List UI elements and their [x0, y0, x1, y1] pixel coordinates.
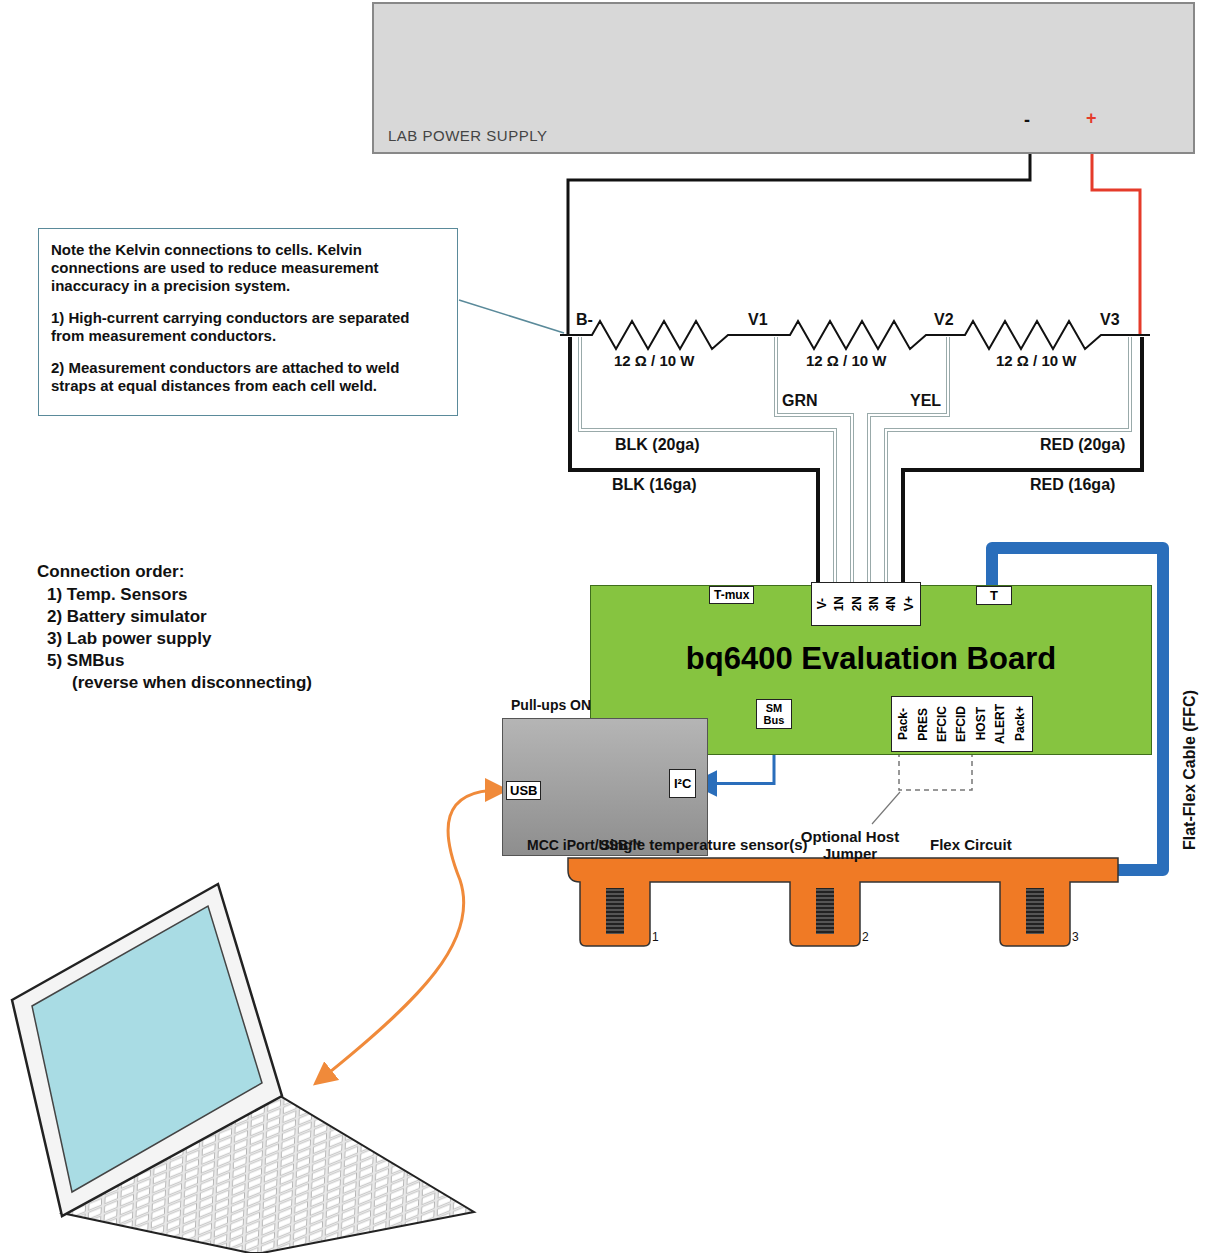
label: GRN	[782, 392, 818, 410]
node-text: Pack-	[896, 708, 911, 740]
node-text: 1N	[832, 596, 847, 611]
usb-port: USB	[506, 781, 541, 800]
wire-blk-16	[570, 337, 818, 582]
node-text: 2) Measurement conductors are attached t…	[51, 359, 445, 395]
power-wire-positive	[1092, 138, 1140, 335]
label: 5) SMBus	[47, 651, 124, 671]
label: -	[1024, 110, 1030, 131]
label: Flat-Flex Cable (FFC)	[1181, 690, 1199, 850]
label: Flex Circuit	[930, 836, 1012, 853]
jumper-leader	[872, 792, 900, 824]
node-text: Note the Kelvin connections to cells. Ke…	[51, 241, 445, 295]
label: B-	[576, 311, 593, 329]
label: RED (16ga)	[1030, 476, 1115, 494]
temperature-sensor	[1026, 888, 1044, 934]
label: V1	[748, 311, 768, 329]
node-text: V-	[815, 598, 830, 609]
wire-blk-20	[580, 337, 835, 582]
node-text: Pack+	[1013, 706, 1028, 741]
i2c-port: I²C	[669, 769, 696, 798]
cell-connector: V-1N2N3N4NV+	[811, 582, 921, 626]
wire-yel	[869, 337, 948, 582]
host-jumper	[899, 752, 972, 790]
power-wire-negative	[568, 138, 1030, 335]
label: 2) Battery simulator	[47, 607, 207, 627]
node-text: EFCID	[954, 706, 969, 742]
node-text: 1) High-current carrying conductors are …	[51, 309, 445, 345]
label: Single temperature sensor(s)	[600, 836, 808, 853]
label: Optional Host Jumper	[790, 828, 910, 862]
label: V3	[1100, 311, 1120, 329]
callout-leader	[459, 300, 564, 333]
smbus-connector: SM Bus	[756, 699, 792, 729]
node-text: ALERT	[993, 704, 1008, 744]
label: 1	[652, 930, 659, 944]
node-text: 4N	[884, 596, 899, 611]
flex-circuit	[568, 858, 1118, 946]
resistor-string	[560, 321, 1150, 349]
temperature-sensor	[606, 888, 624, 934]
note-callout: Note the Kelvin connections to cells. Ke…	[38, 228, 458, 416]
laptop	[12, 884, 474, 1253]
node-text: 3N	[867, 596, 882, 611]
connector: T-mux	[709, 586, 754, 604]
label: 12 Ω / 10 W	[996, 352, 1076, 369]
pack-connector: Pack- PRES EFCIC EFCID HOST ALERT Pack+	[891, 696, 1033, 752]
node-text: T	[981, 588, 1007, 603]
label: Connection order:	[37, 562, 184, 582]
temperature-sensor	[816, 888, 834, 934]
label: RED (20ga)	[1040, 436, 1125, 454]
power-supply: LAB POWER SUPPLY	[372, 2, 1195, 154]
node-text: bq6400 Evaluation Board	[591, 641, 1151, 677]
node-text: I²C	[674, 776, 691, 791]
node-text: LAB POWER SUPPLY	[388, 127, 547, 144]
label: (reverse when disconnecting)	[72, 673, 312, 693]
node-text: USB	[510, 783, 537, 798]
label: +	[1086, 108, 1097, 129]
node-text: 2N	[850, 596, 865, 611]
label: 12 Ω / 10 W	[806, 352, 886, 369]
wire-grn	[776, 337, 852, 582]
temp-connector: T	[976, 586, 1012, 605]
node-text: EFCIC	[935, 706, 950, 742]
usb-cable	[320, 790, 500, 1080]
label: BLK (20ga)	[615, 436, 699, 454]
label: 3	[1072, 930, 1079, 944]
label: BLK (16ga)	[612, 476, 696, 494]
node-text: HOST	[974, 707, 989, 740]
label: V2	[934, 311, 954, 329]
node-text: SM Bus	[758, 702, 790, 726]
label: 1) Temp. Sensors	[47, 585, 187, 605]
label: 12 Ω / 10 W	[614, 352, 694, 369]
node-text: V+	[902, 596, 917, 611]
usb-adapter: Pull-ups ONMCC iPort/USB™USBI²C	[502, 718, 708, 856]
node-text: Pull-ups ON	[511, 697, 591, 713]
label: 3) Lab power supply	[47, 629, 211, 649]
node-text: PRES	[916, 708, 931, 741]
node-text: T-mux	[714, 588, 749, 602]
label: YEL	[910, 392, 941, 410]
label: 2	[862, 930, 869, 944]
